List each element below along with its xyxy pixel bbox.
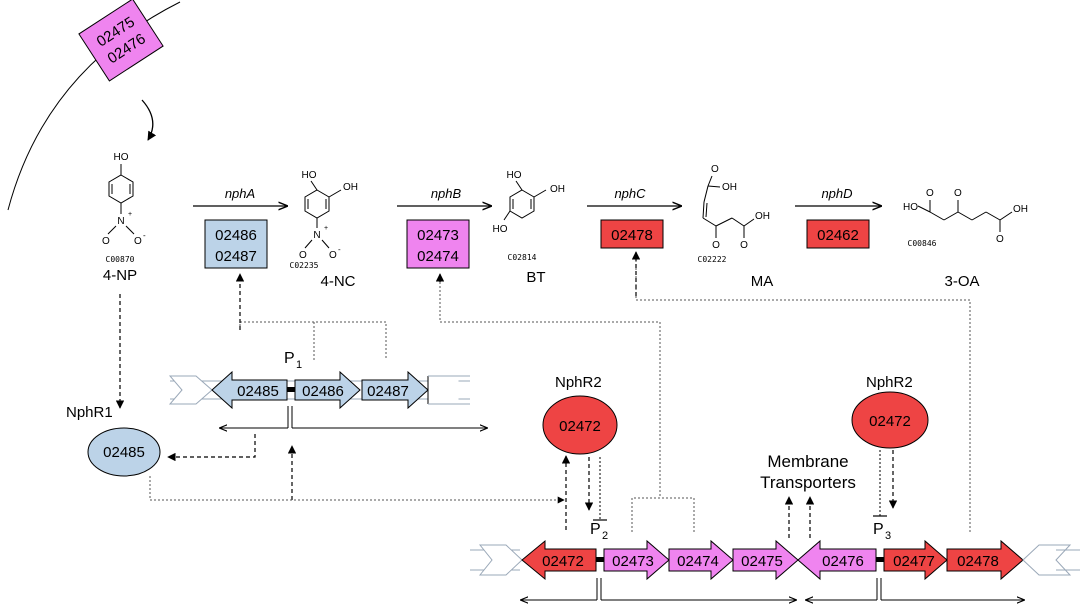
compound-3oa: HO O O O OH C00846 3-OA [903, 188, 1028, 290]
svg-text:02474: 02474 [677, 553, 719, 570]
svg-text:02475: 02475 [741, 553, 783, 570]
import-arrow [141, 99, 157, 141]
compound-4nc: HO OH N + O O - C02235 4-NC [290, 170, 358, 290]
promoter-p1: P [284, 350, 295, 367]
kegg-3oa: C00846 [908, 239, 937, 248]
svg-text:Transporters: Transporters [760, 473, 856, 492]
regulator-nphr2-left-gene: 02472 [559, 418, 601, 435]
gene-arrow-02478 [946, 539, 1024, 581]
gene-arrow-02477 [883, 539, 948, 581]
svg-text:O: O [134, 236, 142, 247]
svg-text:02476: 02476 [822, 553, 864, 570]
svg-text:O: O [102, 236, 110, 247]
compound-4np: HO N + O O - C00870 4-NP [102, 152, 146, 284]
compound-name-4nc: 4-NC [320, 273, 355, 290]
svg-text:OH: OH [343, 182, 358, 193]
compound-name-ma: MA [751, 273, 774, 290]
svg-text:02486: 02486 [302, 383, 344, 400]
gene-arrow-02474 [668, 539, 734, 581]
svg-text:02473: 02473 [612, 553, 654, 570]
gene-nphD: nphD [821, 186, 852, 201]
promoter-p2: P [590, 521, 601, 538]
cell-membrane [7, 1, 181, 211]
gene-arrow-02486 [294, 370, 361, 410]
promoter-p3: P [873, 521, 884, 538]
svg-text:HO: HO [114, 152, 129, 163]
compound-bt: HO OH HO C02814 BT [493, 170, 566, 286]
svg-text:Membrane: Membrane [767, 452, 848, 471]
gene-arrow-02473 [603, 539, 670, 581]
regulator-nphr2-left: NphR2 02472 [542, 374, 618, 455]
kegg-4np: C00870 [106, 255, 135, 264]
enzyme-02478: 02478 [611, 227, 653, 244]
step-nphD: nphD 02462 [795, 186, 881, 249]
kegg-bt: C02814 [508, 253, 537, 262]
svg-text:O: O [996, 234, 1004, 245]
svg-text:N: N [313, 230, 320, 241]
svg-text:HO: HO [507, 170, 522, 181]
regulator-nphr1-gene: 02485 [103, 444, 145, 461]
step-nphB: nphB 02473 02474 [397, 186, 491, 269]
regulator-nphr2-right-name: NphR2 [866, 374, 913, 391]
svg-text:02472: 02472 [542, 553, 584, 570]
regulator-nphr2-right-gene: 02472 [869, 413, 911, 430]
svg-text:HO: HO [903, 202, 918, 213]
kegg-4nc: C02235 [290, 261, 319, 270]
svg-text:02478: 02478 [957, 553, 999, 570]
svg-text:O: O [299, 250, 307, 261]
svg-text:2: 2 [602, 530, 608, 542]
regulator-nphr2-left-name: NphR2 [555, 374, 602, 391]
svg-text:O: O [329, 250, 337, 261]
kegg-ma: C02222 [698, 255, 727, 264]
regulator-nphr2-right: NphR2 02472 [851, 374, 929, 449]
enzyme-02473: 02473 [417, 227, 459, 244]
compound-name-bt: BT [526, 269, 545, 286]
svg-text:02487: 02487 [367, 383, 409, 400]
gene-nphA: nphA [225, 186, 255, 201]
compound-ma: O OH O O OH C02222 MA [698, 164, 774, 290]
enzyme-02474: 02474 [417, 248, 459, 265]
svg-text:O: O [740, 240, 748, 251]
compound-name-3oa: 3-OA [944, 273, 979, 290]
regulator-nphr1-name: NphR1 [66, 404, 113, 421]
gene-arrow-02487 [361, 370, 429, 410]
svg-text:02477: 02477 [893, 553, 935, 570]
svg-text:1: 1 [296, 359, 302, 371]
compound-name-4np: 4-NP [103, 267, 137, 284]
enzyme-02487: 02487 [215, 248, 257, 265]
operon-bottom: 02472 02473 02474 02475 02476 02477 0247… [470, 521, 1080, 600]
svg-text:O: O [711, 164, 719, 175]
gene-arrow-02475 [732, 539, 799, 581]
svg-text:HO: HO [302, 170, 317, 181]
svg-text:HO: HO [493, 224, 508, 235]
enzyme-02462: 02462 [817, 227, 859, 244]
svg-text:-: - [338, 245, 341, 254]
svg-text:O: O [712, 240, 720, 251]
svg-text:N: N [117, 216, 124, 227]
svg-text:O: O [926, 188, 934, 199]
svg-text:3: 3 [885, 530, 891, 542]
svg-text:+: + [324, 225, 328, 232]
svg-text:02485: 02485 [237, 383, 279, 400]
step-nphA: nphA 02486 02487 [193, 186, 287, 269]
svg-text:OH: OH [550, 184, 565, 195]
transporter-box: 02475 02476 [78, 0, 164, 82]
step-nphC: nphC 02478 [587, 186, 681, 249]
enzyme-02486: 02486 [215, 227, 257, 244]
svg-text:+: + [128, 211, 132, 218]
gene-nphC: nphC [614, 186, 646, 201]
svg-text:OH: OH [722, 182, 737, 193]
svg-text:OH: OH [755, 211, 770, 222]
svg-text:-: - [143, 231, 146, 240]
regulator-nphr1: NphR1 02485 [66, 404, 161, 477]
gene-nphB: nphB [431, 186, 462, 201]
svg-text:OH: OH [1013, 204, 1028, 215]
membrane-transporters-label: Membrane Transporters [760, 452, 856, 492]
operon-top: 02485 02486 02487 P 1 [168, 350, 487, 428]
svg-text:O: O [954, 188, 962, 199]
